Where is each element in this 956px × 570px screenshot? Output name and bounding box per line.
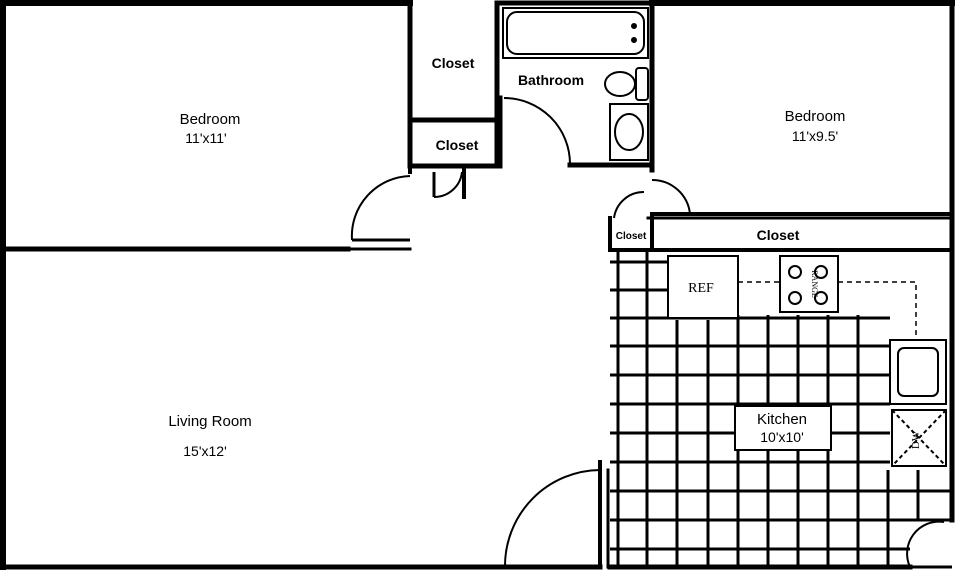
- door-swing-bedroom-right: [651, 178, 691, 215]
- bathroom-fixtures: [502, 7, 649, 161]
- room-label-kitchen: Kitchen: [757, 411, 807, 428]
- room-label-living-room: Living Room: [168, 413, 251, 430]
- bathtub: [502, 7, 649, 59]
- door-swing-bathroom: [503, 97, 571, 165]
- door-swing-kitchen: [906, 520, 945, 568]
- door-swing-small-closet: [613, 190, 645, 219]
- room-size-bedroom-left: 11'x11': [185, 130, 226, 146]
- door-swing-entry: [503, 469, 601, 568]
- room-label-closet-middle: Closet: [436, 137, 479, 153]
- appliance-label-ref: REF: [688, 281, 714, 296]
- kitchen-tile-floor: [610, 252, 950, 565]
- burner: [814, 265, 828, 279]
- door-swing-closet: [433, 171, 463, 199]
- appliance-label-range: RANGE: [810, 270, 819, 298]
- doors: [350, 97, 952, 569]
- range: [779, 255, 839, 313]
- appliance-label-dw: DW: [910, 430, 922, 449]
- door-swing-bedroom-left: [350, 175, 411, 241]
- room-size-bedroom-right: 11'x9.5': [792, 128, 838, 144]
- room-label-closet-right: Closet: [757, 227, 800, 243]
- toilet-tank: [635, 67, 649, 101]
- room-label-bedroom-left: Bedroom: [180, 111, 241, 128]
- burner: [814, 291, 828, 305]
- room-label-closet-top: Closet: [432, 55, 475, 71]
- kitchen-label-box: [734, 405, 832, 451]
- burner: [788, 291, 802, 305]
- room-label-closet-small: Closet: [616, 231, 647, 242]
- sink: [614, 113, 644, 151]
- burner: [788, 265, 802, 279]
- room-size-living-room: 15'x12': [183, 443, 227, 459]
- room-label-bathroom: Bathroom: [518, 72, 584, 88]
- room-size-kitchen: 10'x10': [760, 429, 804, 445]
- refrigerator: [667, 255, 739, 319]
- room-label-bedroom-right: Bedroom: [785, 108, 846, 125]
- kitchen-appliances: [667, 255, 947, 467]
- toilet-bowl: [604, 71, 636, 97]
